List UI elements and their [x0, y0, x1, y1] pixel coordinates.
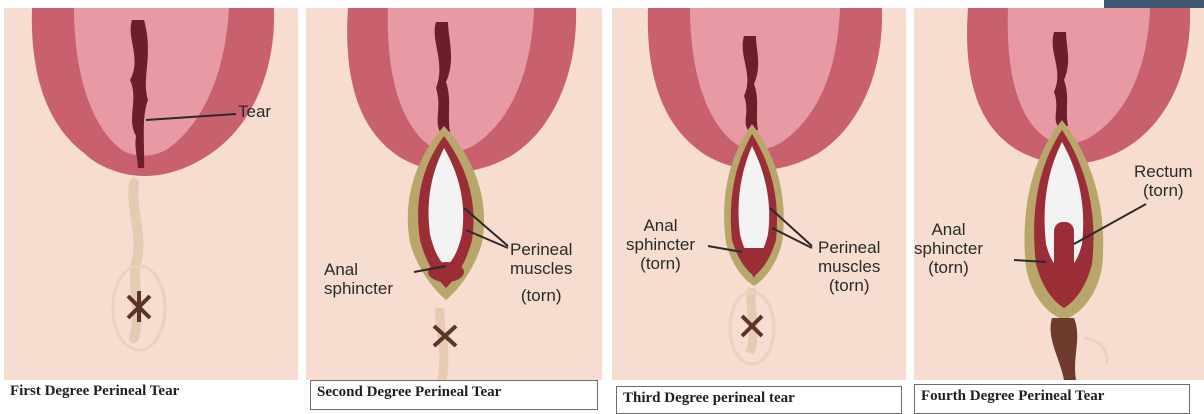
caption-third-degree: Third Degree perineal tear — [616, 386, 902, 414]
caption-first-degree: First Degree Perineal Tear — [4, 380, 298, 410]
panel-fourth-degree: Anal sphincter (torn) Rectum (torn) — [914, 8, 1204, 380]
second-degree-illustration — [306, 8, 602, 380]
caption-fourth-degree: Fourth Degree Perineal Tear — [914, 384, 1190, 414]
panel-third-degree: Anal sphincter (torn) Perineal muscles (… — [612, 8, 906, 380]
caption-second-degree: Second Degree Perineal Tear — [310, 380, 598, 410]
label-perineal-muscles-torn: Perineal muscles (torn) — [818, 238, 880, 295]
label-anal-sphincter-torn: Anal sphincter (torn) — [626, 216, 695, 273]
label-anal-sphincter-torn-4: Anal sphincter (torn) — [914, 220, 983, 277]
label-tear: Tear — [238, 102, 271, 121]
panel-second-degree: Anal sphincter Perineal muscles (torn) — [306, 8, 602, 380]
third-degree-illustration — [612, 8, 906, 380]
panel-first-degree: Tear — [4, 8, 298, 380]
first-degree-illustration — [4, 8, 298, 380]
label-anal-sphincter: Anal sphincter — [324, 260, 393, 298]
label-rectum-torn: Rectum (torn) — [1134, 162, 1193, 200]
label-perineal-muscles: Perineal muscles (torn) — [510, 240, 572, 305]
